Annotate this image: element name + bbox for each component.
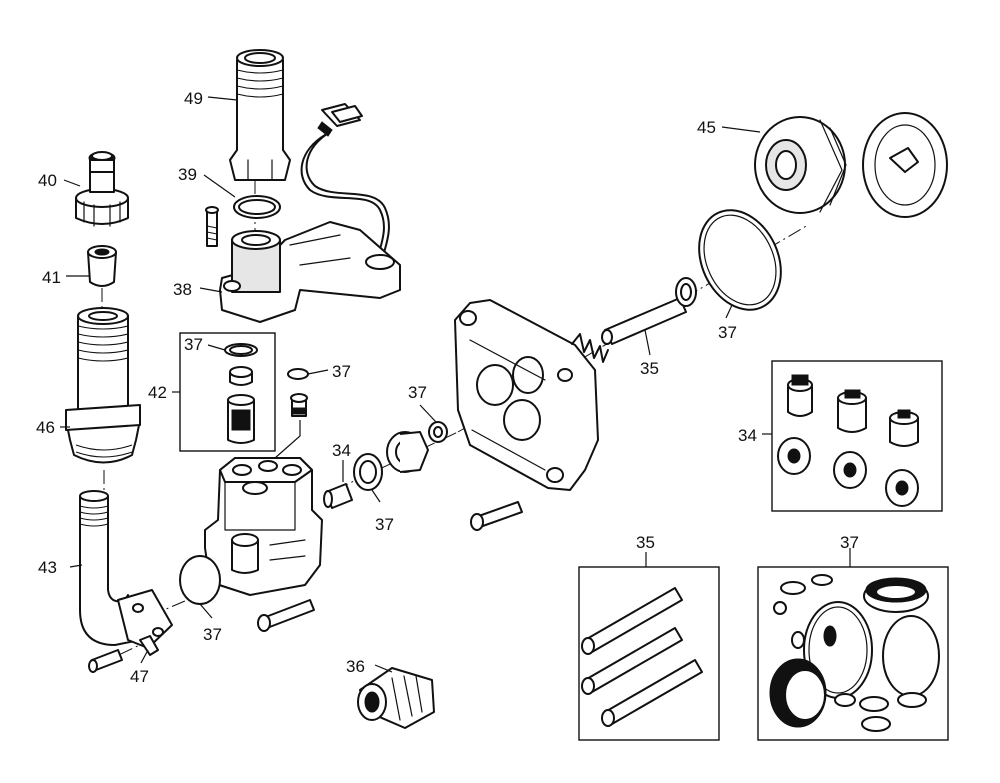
part-43-elbow-pipe (79, 490, 173, 656)
part-35-piston (601, 277, 697, 345)
spring (571, 333, 609, 363)
callout-37-manifold-ring: 37 (203, 625, 222, 644)
part-34-valve-set-box (771, 360, 943, 512)
callout-35-piston: 35 (640, 359, 659, 378)
callout-43: 43 (38, 558, 57, 577)
callout-37-valve-kit: 37 (184, 335, 203, 354)
pump-manifold (204, 457, 323, 596)
callout-37-large-ring: 37 (718, 323, 737, 342)
callout-34-set: 34 (738, 426, 757, 445)
callout-35-set: 35 (636, 533, 655, 552)
callout-40: 40 (38, 171, 57, 190)
part-34-valve-insert (323, 483, 353, 509)
part-37-seal-kit-box (757, 566, 949, 741)
part-37-o-ring-small (287, 368, 309, 380)
seal-rings (179, 421, 448, 605)
callout-45: 45 (697, 118, 716, 137)
callout-38: 38 (173, 280, 192, 299)
part-37-large-o-ring (698, 209, 782, 311)
callout-47: 47 (130, 667, 149, 686)
part-46-pipe-union (65, 307, 141, 464)
callout-37-set: 37 (840, 533, 859, 552)
callout-34-center: 34 (332, 441, 351, 460)
pump-housing (454, 299, 599, 491)
part-41-insert (87, 245, 117, 287)
cable-assembly (300, 103, 390, 263)
callout-37-housing-ring: 37 (408, 383, 427, 402)
screws (257, 501, 523, 632)
part-35-piston-set-box (578, 566, 720, 741)
part-42-valve-kit (179, 332, 276, 452)
part-38-bracket (205, 206, 401, 323)
part-45-swash-plate (754, 112, 948, 218)
part-36-plug (357, 667, 435, 729)
part-47-screw (88, 649, 123, 673)
callout-49: 49 (184, 89, 203, 108)
part-40-connector (75, 151, 129, 227)
callout-36: 36 (346, 657, 365, 676)
part-49-threaded-pipe (229, 49, 291, 181)
callout-46: 46 (36, 418, 55, 437)
callout-37-upper-ring: 37 (332, 362, 351, 381)
leader-lines (60, 96, 851, 673)
callout-39: 39 (178, 165, 197, 184)
valve-insert (290, 393, 308, 417)
callout-41: 41 (42, 268, 61, 287)
callout-37-seal: 37 (375, 515, 394, 534)
callout-labels: 49 39 40 38 41 37 42 37 46 34 37 43 37 4… (36, 89, 859, 686)
callout-42: 42 (148, 383, 167, 402)
part-39-o-ring (233, 195, 281, 219)
